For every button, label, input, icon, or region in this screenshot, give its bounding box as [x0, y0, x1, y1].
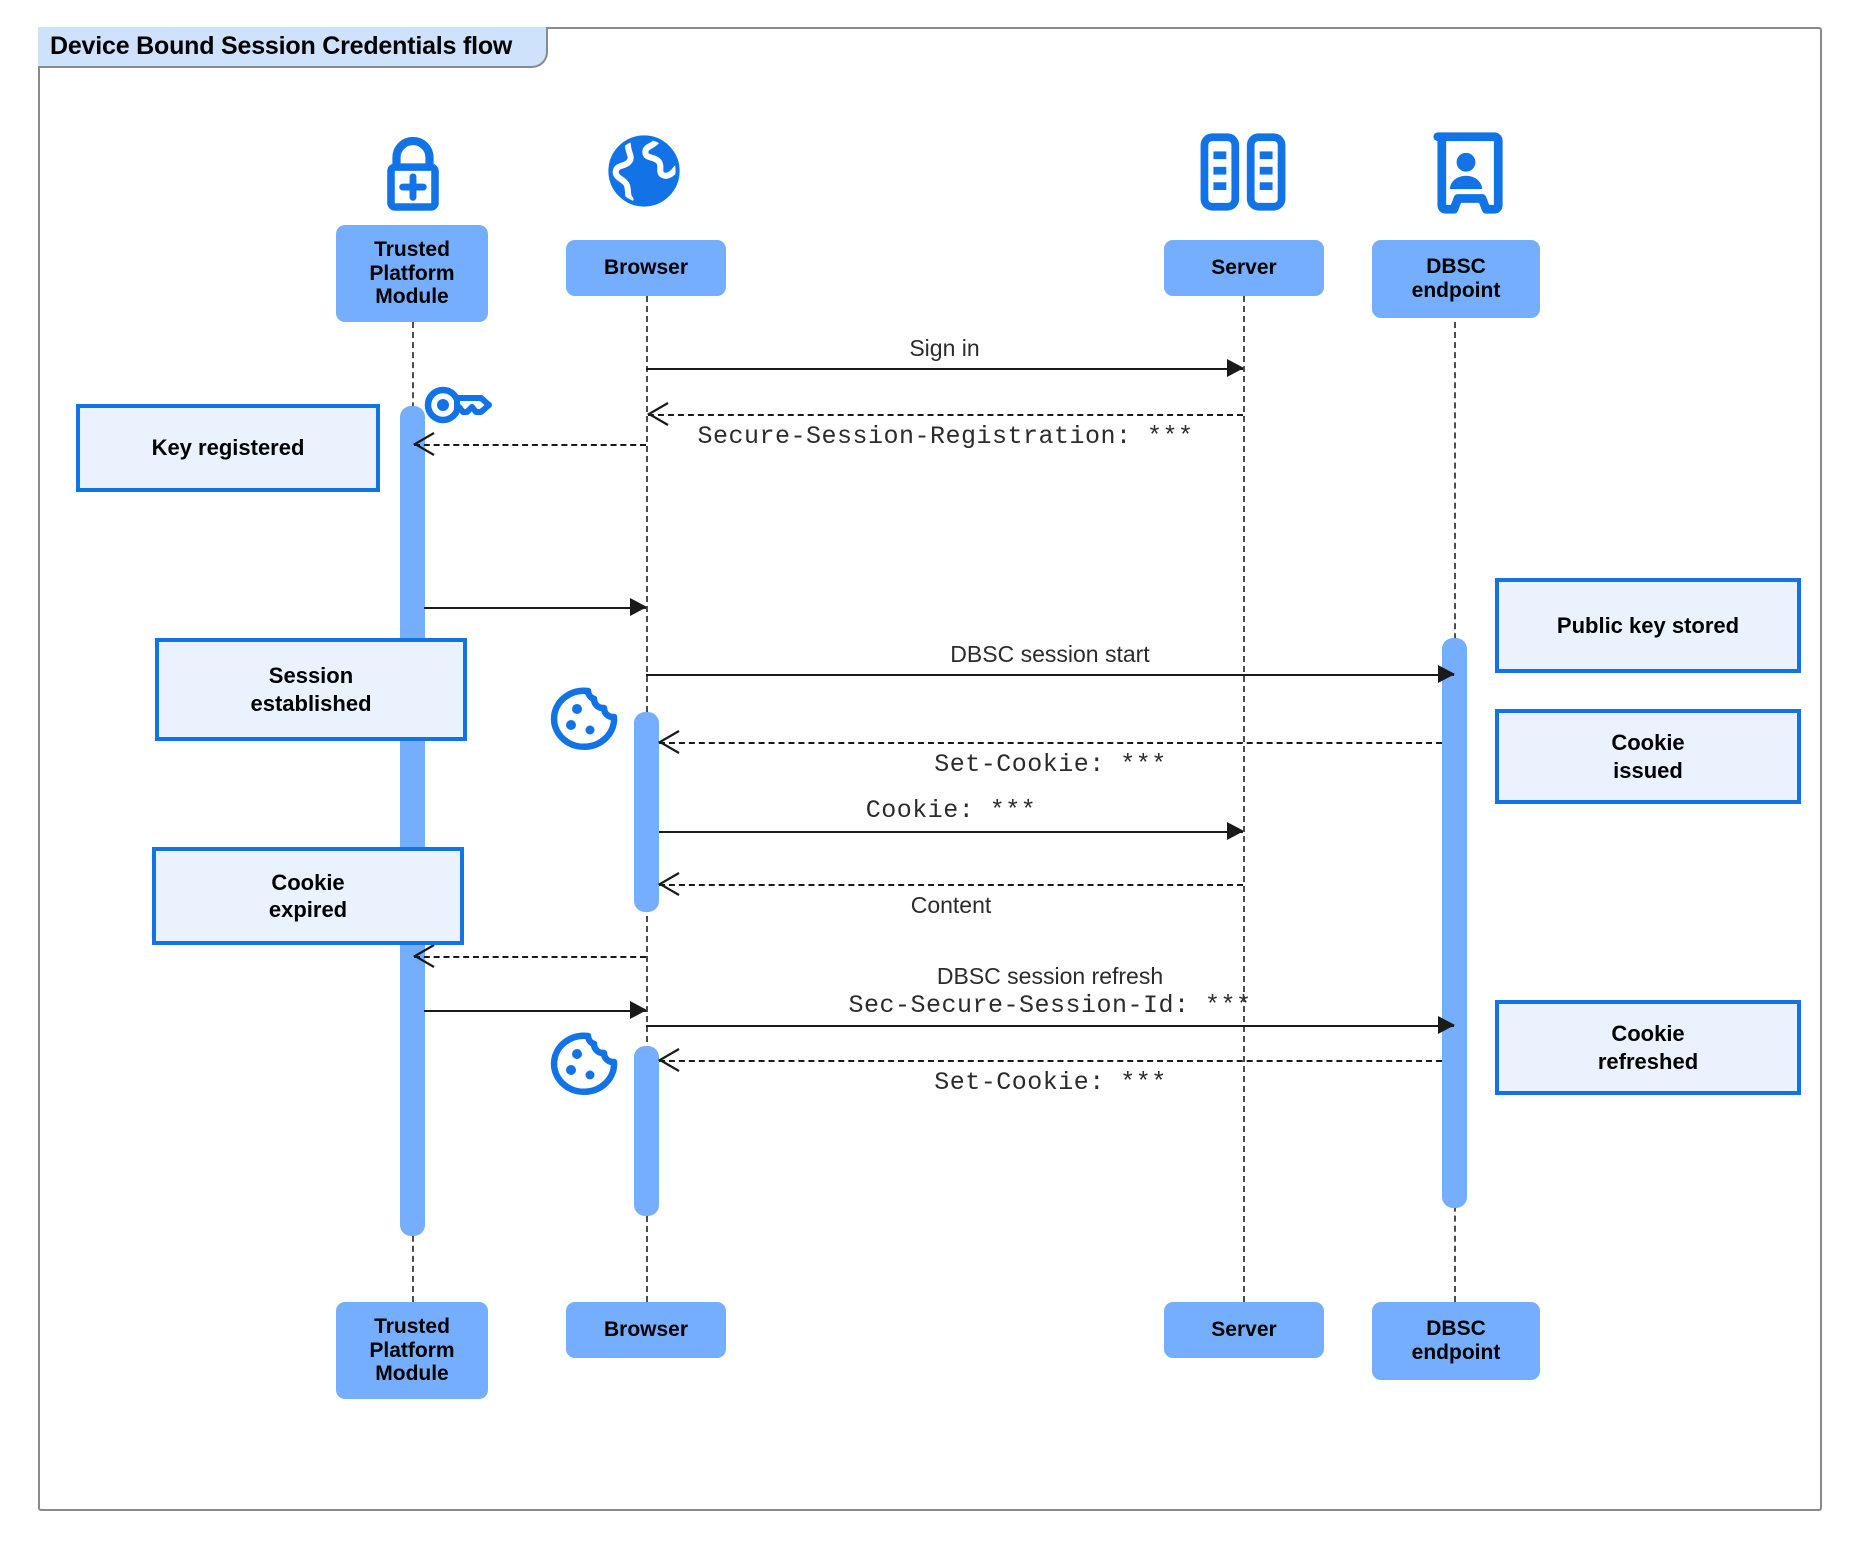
participant-label: Browser [603, 256, 689, 280]
arrowhead-icon [630, 1001, 647, 1019]
note-cookie-refreshed: Cookie refreshed [1495, 1000, 1801, 1095]
message-line [646, 368, 1243, 370]
key-icon [421, 379, 497, 436]
participant-label: Server [1211, 256, 1277, 280]
note-session-established: Session established [155, 638, 467, 741]
cookie-icon [548, 1030, 620, 1103]
message-line [646, 1025, 1454, 1027]
participant-label: Trusted Platform Module [369, 238, 455, 309]
note-public-key-stored: Public key stored [1495, 578, 1801, 673]
message-line [646, 674, 1454, 676]
message-label: Cookie: *** [865, 796, 1037, 825]
message-label: DBSC session start [950, 641, 1150, 667]
participant-browser-top[interactable]: Browser [566, 240, 726, 296]
arrowhead-icon [1438, 665, 1455, 683]
message-line [424, 607, 646, 609]
activation-bar-browser-2 [634, 1046, 659, 1216]
message-line [659, 884, 1243, 886]
participant-dbsc-top[interactable]: DBSC endpoint [1372, 240, 1540, 318]
participant-tpm-top[interactable]: Trusted Platform Module [336, 225, 488, 322]
note-text: Cookie expired [268, 869, 348, 923]
note-cookie-issued: Cookie issued [1495, 709, 1801, 804]
diagram-title-tab: Device Bound Session Credentials flow [38, 27, 549, 68]
participant-server-bottom[interactable]: Server [1164, 1302, 1324, 1358]
participant-label: Server [1211, 1318, 1277, 1342]
message-label-line2: Sec-Secure-Session-Id: *** [848, 990, 1252, 1020]
message-label-line1: DBSC session refresh [936, 963, 1164, 990]
message-label-group: DBSC session refresh Sec-Secure-Session-… [646, 962, 1454, 1021]
note-key-registered: Key registered [76, 404, 380, 492]
participant-dbsc-bottom[interactable]: DBSC endpoint [1372, 1302, 1540, 1380]
message-line [659, 742, 1442, 744]
note-text: Cookie issued [1611, 730, 1685, 783]
participant-label: DBSC endpoint [1411, 255, 1501, 302]
message-line [424, 1010, 646, 1012]
participant-label: Browser [603, 1318, 689, 1342]
activation-bar-tpm [400, 406, 425, 1236]
page-title: Device Bound Session Credentials flow [50, 32, 513, 60]
message-label: Secure-Session-Registration: *** [697, 422, 1194, 451]
server-rack-icon [1198, 130, 1288, 219]
message-line [659, 831, 1243, 833]
activation-bar-dbsc-1 [1442, 638, 1467, 1208]
message-line [659, 1060, 1442, 1062]
arrowhead-icon [1227, 359, 1244, 377]
note-cookie-expired: Cookie expired [152, 847, 464, 945]
message-line [648, 414, 1243, 416]
note-text: Session established [250, 663, 372, 716]
arrowhead-icon [1438, 1016, 1455, 1034]
participant-label: Trusted Platform Module [369, 1315, 455, 1386]
message-label: Set-Cookie: *** [934, 750, 1167, 779]
arrowhead-icon [630, 598, 647, 616]
message-label: Content [910, 892, 992, 918]
activation-bar-browser-1 [634, 712, 659, 912]
note-text: Key registered [151, 435, 305, 461]
participant-label: DBSC endpoint [1411, 1317, 1501, 1364]
participant-tpm-bottom[interactable]: Trusted Platform Module [336, 1302, 488, 1399]
globe-icon [601, 128, 687, 219]
cookie-icon [548, 685, 620, 758]
message-line [414, 956, 646, 958]
arrowhead-icon [1227, 822, 1244, 840]
participant-browser-bottom[interactable]: Browser [566, 1302, 726, 1358]
message-label: Sign in [909, 335, 980, 361]
lifeline-server [1243, 286, 1245, 1302]
note-text: Cookie refreshed [1597, 1021, 1699, 1074]
note-text: Public key stored [1556, 612, 1740, 638]
message-label: Set-Cookie: *** [934, 1068, 1167, 1097]
message-line [414, 444, 646, 446]
participant-server-top[interactable]: Server [1164, 240, 1324, 296]
id-badge-icon [1427, 130, 1505, 221]
lock-plus-icon [369, 130, 457, 223]
